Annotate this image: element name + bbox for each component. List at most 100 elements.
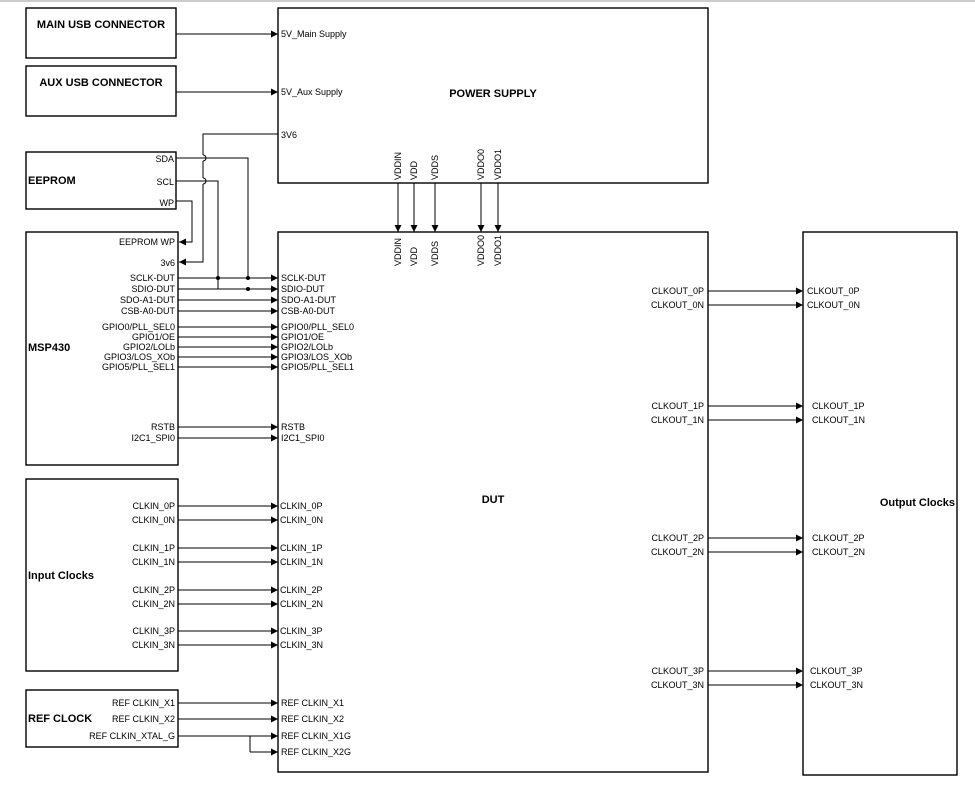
svg-text:AUX USB CONNECTOR: AUX USB CONNECTOR — [39, 77, 162, 89]
ref-clock-title: REF CLOCK — [28, 713, 92, 725]
clkout-dest-label: CLKOUT_1N — [812, 415, 865, 425]
clkout-dut-label: CLKOUT_1N — [651, 415, 704, 425]
clkout-dut-label: CLKOUT_3P — [651, 666, 704, 676]
msp-3v6-label: 3v6 — [160, 258, 175, 268]
rail-label-dut: VDDIN — [393, 238, 403, 266]
rail-label-dut: VDDS — [430, 241, 440, 266]
clkout-dest-label: CLKOUT_2N — [812, 547, 865, 557]
rail-label-top: VDDIN — [393, 152, 403, 180]
aux-usb-title: AUX USB CONNECTOR — [39, 77, 162, 89]
clkin-src-label: CLKIN_0P — [132, 501, 175, 511]
ref-xtal-wire — [178, 735, 251, 752]
msp-pin-label: GPIO5/PLL_SEL1 — [102, 362, 175, 372]
clkin-src-label: CLKIN_2P — [132, 585, 175, 595]
clkin-src-label: CLKIN_1P — [132, 543, 175, 553]
dut-pin-label: GPIO0/PLL_SEL0 — [281, 322, 354, 332]
rail-label-top: VDDS — [430, 155, 440, 180]
dut-pin-label: CSB-A0-DUT — [281, 306, 336, 316]
main-supply-label: 5V_Main Supply — [281, 29, 347, 39]
msp-pin-label: SDIO-DUT — [132, 284, 176, 294]
clkin-src-label: CLKIN_1N — [132, 557, 175, 567]
clkin-dut-label: CLKIN_1N — [280, 557, 323, 567]
clkin-src-label: CLKIN_3N — [132, 640, 175, 650]
dut-pin-label: RSTB — [281, 422, 305, 432]
eeprom-sda-label: SDA — [155, 154, 174, 164]
dut-pin-label: SDO-A1-DUT — [281, 295, 337, 305]
clkout-dut-label: CLKOUT_2N — [651, 547, 704, 557]
clkout-dest-label: CLKOUT_3N — [810, 680, 863, 690]
clkin-src-label: CLKIN_3P — [132, 626, 175, 636]
dut-pin-label: GPIO1/OE — [281, 332, 324, 342]
clkout-dest-label: CLKOUT_0N — [807, 300, 860, 310]
rail-label-dut: VDD — [409, 246, 419, 266]
power-supply-block: POWER SUPPLY — [277, 7, 709, 184]
clkout-dut-label: CLKOUT_3N — [651, 680, 704, 690]
eeprom-title: EEPROM — [28, 175, 76, 187]
rail-label-top: VDD — [409, 160, 419, 180]
msp-pin-label: RSTB — [151, 422, 175, 432]
clkout-dest-label: CLKOUT_0P — [807, 286, 860, 296]
rail-label-top: VDDO0 — [476, 149, 486, 180]
clkin-src-label: CLKIN_0N — [132, 515, 175, 525]
dut-pin-label: GPIO3/LOS_XOb — [281, 352, 352, 362]
rail-label-top: VDDO1 — [493, 149, 503, 180]
clkin-dut-label: CLKIN_3P — [280, 626, 323, 636]
dut-title: DUT — [482, 494, 505, 506]
clkin-dut-label: CLKIN_2N — [280, 599, 323, 609]
clkout-dut-label: CLKOUT_1P — [651, 401, 704, 411]
clkin-dut-label: CLKIN_1P — [280, 543, 323, 553]
main-usb-block: MAIN USB CONNECTOR — [25, 7, 177, 59]
msp-pin-label: GPIO1/OE — [132, 332, 175, 342]
ref-dut-label: REF CLKIN_X2G — [281, 747, 351, 757]
power-3v6-label: 3V6 — [281, 130, 297, 140]
msp-eeprom-wp-label: EEPROM WP — [119, 237, 175, 247]
ref-clock-block: REF CLOCK — [25, 689, 179, 748]
output-clocks-block: Output Clocks — [802, 231, 958, 776]
clkin-dut-label: CLKIN_3N — [280, 640, 323, 650]
eeprom-block: EEPROM — [25, 151, 177, 210]
ref-src-label: REF CLKIN_X1 — [112, 698, 175, 708]
ref-dut-label: REF CLKIN_X1G — [281, 731, 351, 741]
v36-wire-top — [202, 133, 278, 155]
aux-supply-label: 5V_Aux Supply — [281, 87, 343, 97]
clkout-dest-label: CLKOUT_2P — [812, 533, 865, 543]
rail-label-dut: VDDO0 — [476, 235, 486, 266]
clkout-dut-label: CLKOUT_2P — [651, 533, 704, 543]
ref-dut-label: REF CLKIN_X2 — [281, 714, 344, 724]
dut-pin-label: GPIO2/LOLb — [281, 342, 333, 352]
sda-wire — [176, 157, 249, 278]
msp-pin-label: SDO-A1-DUT — [120, 295, 176, 305]
scl-wire — [176, 180, 219, 289]
clkout-dut-label: CLKOUT_0P — [651, 286, 704, 296]
eeprom-wp-label: WP — [160, 198, 175, 208]
wp-wire — [176, 200, 193, 246]
power-supply-title: POWER SUPPLY — [449, 88, 537, 100]
main-usb-title: MAIN USB CONNECTOR — [37, 19, 165, 31]
clkout-dut-label: CLKOUT_0N — [651, 300, 704, 310]
msp-pin-label: GPIO0/PLL_SEL0 — [102, 322, 175, 332]
clkin-src-label: CLKIN_2N — [132, 599, 175, 609]
dut-pin-label: SDIO-DUT — [281, 284, 325, 294]
output-clock-group: CLKOUT_0P CLKOUT_0P CLKOUT_0N CLKOUT_0N CLKO… — [651, 286, 865, 690]
v36-wire-bottom — [179, 184, 204, 266]
power-rails-group: VDDINVDDINVDDVDDVDDSVDDSVDDO0VDDO0VDDO1V… — [393, 149, 503, 266]
output-clocks-title: Output Clocks — [880, 497, 955, 509]
dut-pin-label: I2C1_SPI0 — [281, 433, 325, 443]
msp-pin-label: GPIO2/LOLb — [123, 342, 175, 352]
svg-text:MAIN USB CONNECTOR: MAIN USB CONNECTOR — [37, 19, 165, 31]
clkout-dest-label: CLKOUT_1P — [812, 401, 865, 411]
clkin-dut-label: CLKIN_0P — [280, 501, 323, 511]
eeprom-scl-label: SCL — [156, 177, 174, 187]
ref-src-label: REF CLKIN_XTAL_G — [89, 731, 175, 741]
ref-dut-label: REF CLKIN_X1 — [281, 698, 344, 708]
msp430-title: MSP430 — [28, 342, 70, 354]
clkin-dut-label: CLKIN_0N — [280, 515, 323, 525]
input-clock-group: CLKIN_0P CLKIN_0P CLKIN_0N CLKIN_0N CLKIN_1P… — [132, 501, 323, 650]
msp-pin-label: CSB-A0-DUT — [121, 306, 176, 316]
dut-pin-label: GPIO5/PLL_SEL1 — [281, 362, 354, 372]
rail-label-dut: VDDO1 — [493, 235, 503, 266]
clkout-dest-label: CLKOUT_3P — [810, 666, 863, 676]
